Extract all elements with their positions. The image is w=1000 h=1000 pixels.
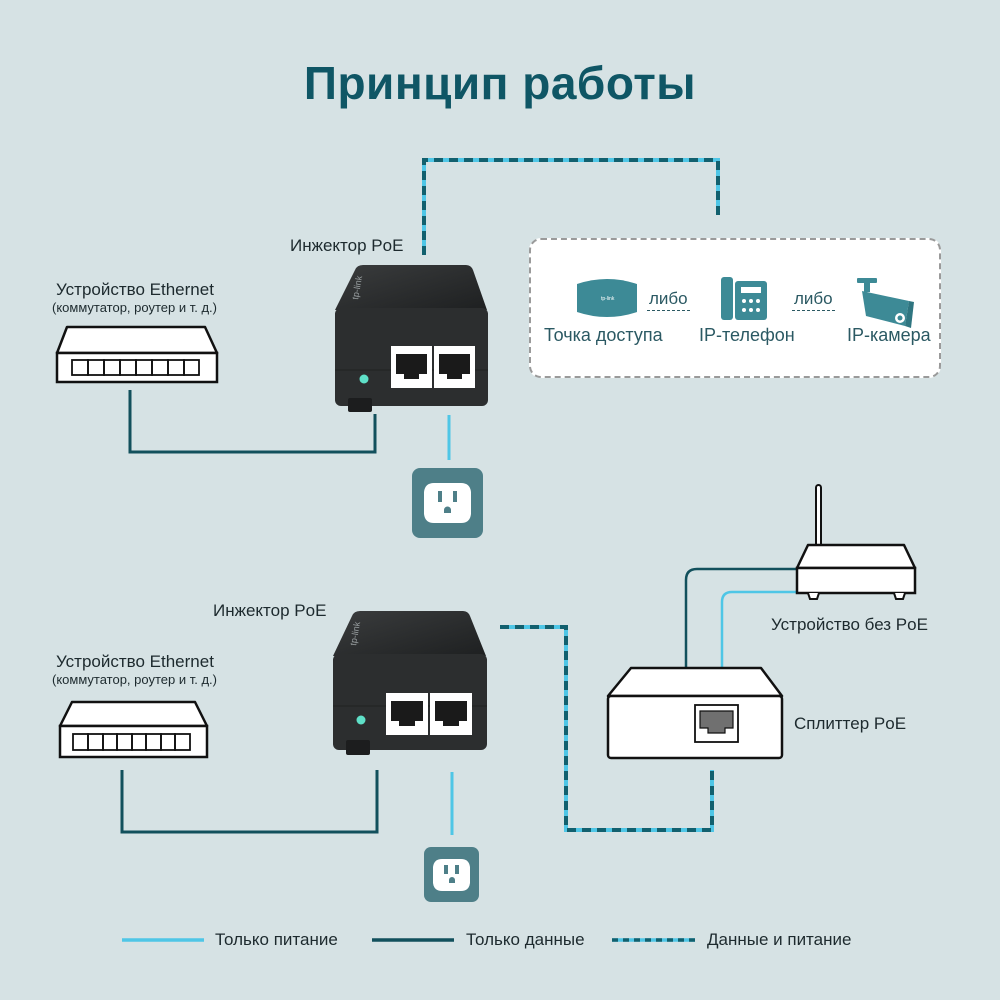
ip-camera-icon — [857, 278, 914, 328]
bottom-switch — [58, 700, 209, 759]
bottom-injector: tp-link — [333, 611, 487, 755]
top-poe-line — [422, 158, 720, 255]
legend-label-both: Данные и питание — [707, 930, 852, 949]
power-outlet-icon — [433, 859, 470, 891]
splitter-label: Сплиттер PoE — [794, 714, 907, 733]
bottom-data-line — [120, 770, 379, 834]
ip-camera-label: IP-камера — [847, 325, 931, 345]
bottom-injector-label: Инжектор PoE — [213, 601, 327, 620]
top-data-line — [128, 390, 377, 454]
top-injector: tp-link — [335, 265, 488, 412]
bottom-ethernet-device-sublabel: (коммутатор, роутер и т. д.) — [52, 672, 217, 687]
top-power-outlet — [412, 468, 483, 538]
ip-phone-icon — [721, 277, 767, 320]
power-led — [356, 715, 366, 725]
bottom-power-outlet — [424, 847, 479, 902]
svg-text:tp-link: tp-link — [348, 620, 362, 646]
splitter-power-line — [720, 590, 797, 668]
page-title: Принцип работы — [303, 57, 697, 109]
bottom-ethernet-device-label: Устройство Ethernet — [56, 652, 214, 671]
top-ethernet-device-sublabel: (коммутатор, роутер и т. д.) — [52, 300, 217, 315]
legend-label-data: Только данные — [466, 930, 585, 949]
top-injector-label: Инжектор PoE — [290, 236, 404, 255]
either-separator-2: либо — [792, 289, 835, 311]
non-poe-device-label: Устройство без PoE — [771, 615, 928, 634]
legend-label-power: Только питание — [215, 930, 338, 949]
either-separator-1: либо — [647, 289, 690, 311]
access-point-label: Точка доступа — [544, 325, 663, 345]
svg-text:tp-link: tp-link — [601, 296, 615, 302]
access-point-icon: tp-link — [577, 279, 637, 317]
ip-phone-label: IP-телефон — [699, 325, 795, 345]
top-ethernet-device-label: Устройство Ethernet — [56, 280, 214, 299]
power-outlet-icon — [424, 483, 471, 523]
svg-text:tp-link: tp-link — [350, 274, 364, 300]
non-poe-router — [795, 484, 917, 600]
poe-splitter — [606, 666, 784, 760]
top-switch — [55, 325, 219, 384]
power-led — [359, 374, 369, 384]
bottom-poe-line — [500, 625, 714, 832]
splitter-data-line — [684, 567, 797, 668]
